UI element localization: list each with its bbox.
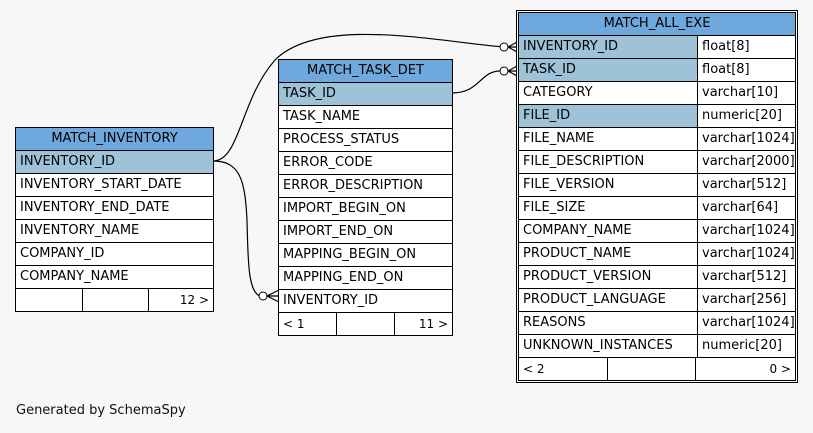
- table-footer: < 2 0 >: [519, 358, 795, 380]
- parent-count[interactable]: [16, 289, 83, 311]
- crowfoot-marker: [266, 289, 280, 303]
- optional-marker: [499, 42, 509, 52]
- table-match-task-det[interactable]: MATCH_TASK_DET TASK_ID TASK_NAME PROCESS…: [278, 59, 453, 336]
- table-column[interactable]: INVENTORY_ID: [279, 290, 452, 313]
- table-column[interactable]: MAPPING_END_ON: [279, 267, 452, 290]
- child-count[interactable]: 11 >: [418, 317, 448, 331]
- table-column[interactable]: INVENTORY_START_DATE: [16, 174, 213, 197]
- parent-count[interactable]: < 2: [519, 358, 608, 380]
- table-column[interactable]: PROCESS_STATUS: [279, 129, 452, 152]
- child-count[interactable]: 0 >: [769, 362, 791, 376]
- footer-spacer: [337, 313, 395, 335]
- parent-count[interactable]: < 1: [279, 313, 337, 335]
- table-footer: < 1 11 >: [279, 313, 452, 335]
- footer-spacer: [83, 289, 149, 311]
- table-column[interactable]: INVENTORY_NAME: [16, 220, 213, 243]
- table-column[interactable]: IMPORT_END_ON: [279, 221, 452, 244]
- table-column[interactable]: ERROR_CODE: [279, 152, 452, 175]
- table-column[interactable]: INVENTORY_ID: [16, 151, 213, 174]
- table-title[interactable]: MATCH_TASK_DET: [279, 60, 452, 83]
- edge-inventory-to-task-det: [212, 160, 261, 297]
- table-column[interactable]: MAPPING_BEGIN_ON: [279, 244, 452, 267]
- optional-marker: [499, 66, 509, 76]
- table-column[interactable]: IMPORT_BEGIN_ON: [279, 198, 452, 221]
- child-count[interactable]: 12 >: [179, 293, 209, 307]
- table-column[interactable]: TASK_NAME: [279, 106, 452, 129]
- table-title[interactable]: MATCH_INVENTORY: [16, 128, 213, 151]
- table-match-inventory[interactable]: MATCH_INVENTORY INVENTORY_ID INVENTORY_S…: [15, 127, 214, 312]
- table-column[interactable]: TASK_ID: [279, 83, 452, 106]
- generator-credit: Generated by SchemaSpy: [16, 403, 186, 418]
- footer-spacer: [608, 358, 696, 380]
- table-title[interactable]: MATCH_ALL_EXE: [519, 13, 795, 36]
- edge-inventory-to-all-exe: [212, 33, 505, 162]
- table-column[interactable]: INVENTORY_END_DATE: [16, 197, 213, 220]
- edge-task-det-to-all-exe: [451, 70, 501, 94]
- table-column[interactable]: COMPANY_ID: [16, 243, 213, 266]
- optional-marker: [258, 291, 268, 301]
- table-column[interactable]: COMPANY_NAME: [16, 266, 213, 289]
- table-footer: 12 >: [16, 289, 213, 311]
- table-column[interactable]: ERROR_DESCRIPTION: [279, 175, 452, 198]
